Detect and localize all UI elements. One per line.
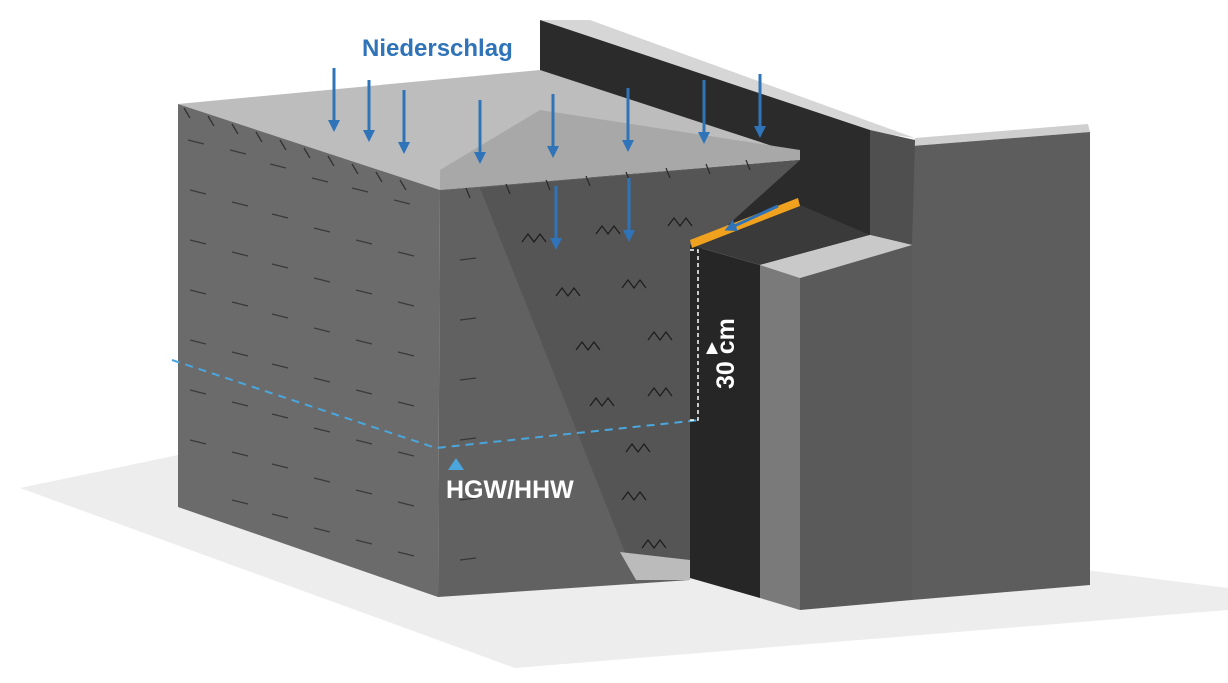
soil-cut-shadow	[480, 160, 800, 580]
rain-arrows	[328, 68, 779, 250]
drainage-strip	[690, 198, 800, 248]
grass-edge	[183, 107, 751, 199]
groundwater-line	[171, 359, 701, 450]
soil-hatch-front	[187, 139, 477, 561]
soil-front-face	[178, 104, 440, 597]
wall-front-top	[760, 235, 912, 278]
dimension-line	[690, 249, 699, 421]
soil-slope	[440, 110, 800, 190]
soil-bottom-strip	[620, 552, 690, 580]
wall-front-side	[800, 245, 912, 610]
wall-front-face	[760, 265, 800, 610]
wall-face	[870, 130, 915, 245]
dimension-label: 30 cm	[712, 318, 740, 389]
wall-top-right	[912, 124, 1090, 146]
wall-top-back	[540, 20, 915, 138]
wall-right-block	[912, 132, 1090, 600]
groundwater-label: HGW/HHW	[446, 476, 574, 504]
drainage-zone	[690, 245, 760, 598]
drainage-zone-top	[690, 205, 870, 265]
triangle-up-icon	[448, 458, 464, 470]
arrow-down-icon	[724, 204, 779, 231]
triangle-up-icon	[706, 342, 718, 354]
precipitation-label: Niederschlag	[362, 35, 513, 62]
gravel-marks	[521, 217, 693, 549]
